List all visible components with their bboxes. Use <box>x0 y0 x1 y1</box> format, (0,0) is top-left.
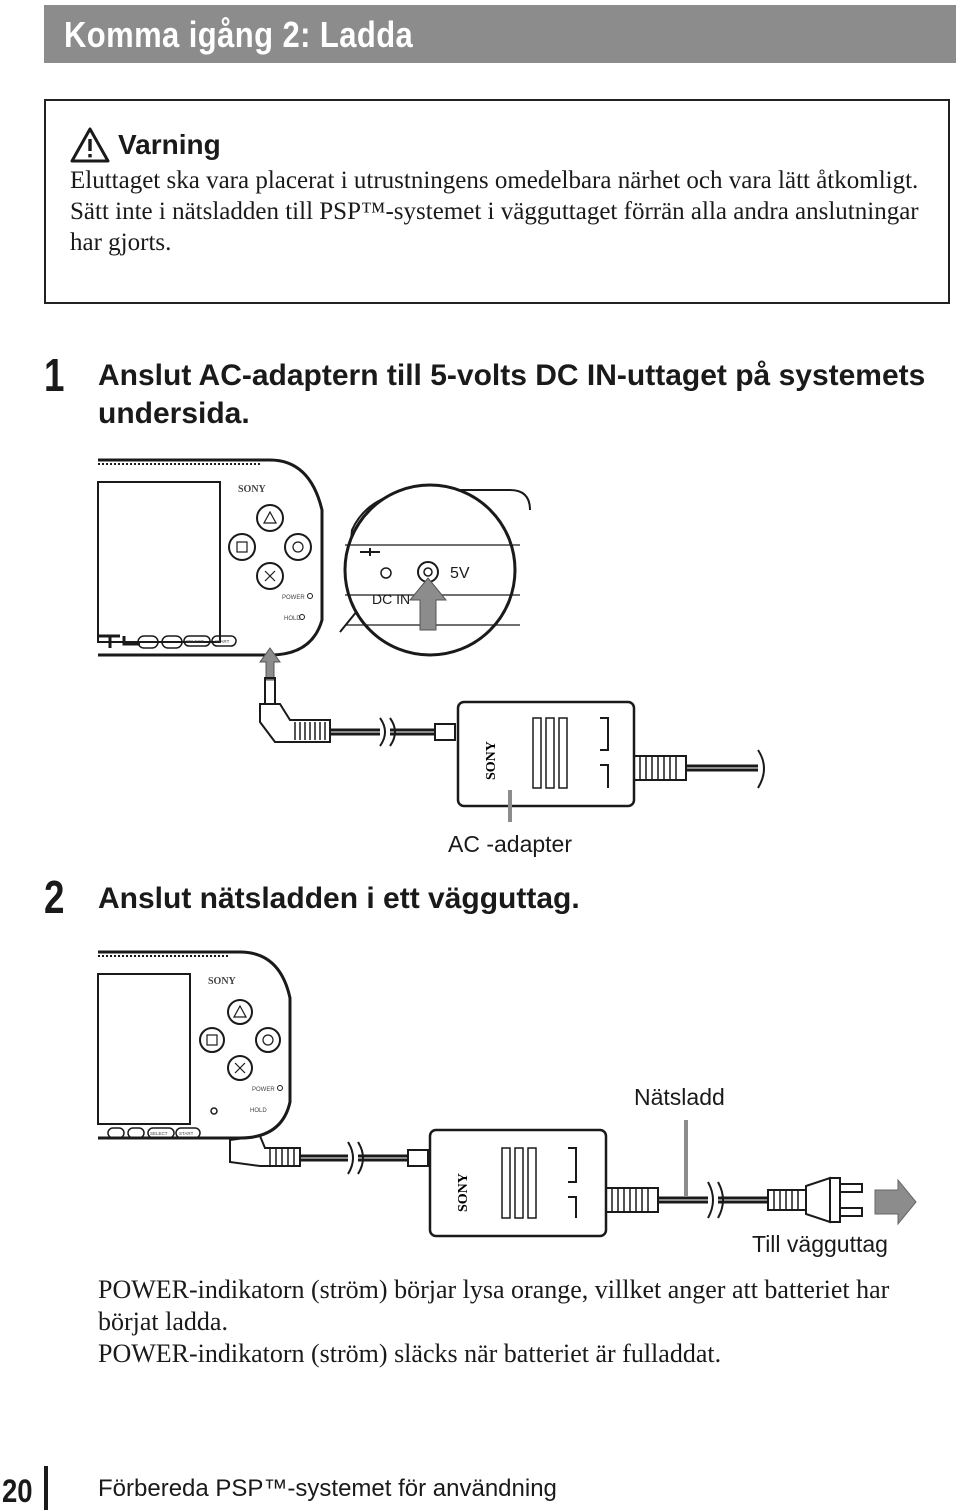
warning-box: Varning Eluttaget ska vara placerat i ut… <box>44 99 950 304</box>
warning-title: Varning <box>118 129 221 160</box>
psp-console: SONY POWER HOLD SELECT START <box>97 950 292 1140</box>
dc-in-label: DC IN <box>372 591 410 607</box>
dc-plug <box>229 1134 429 1175</box>
section-title: Komma igång 2: Ladda <box>64 14 414 55</box>
footer-text: Förbereda PSP™-systemet för användning <box>98 1475 557 1502</box>
description: POWER-indikatorn (ström) börjar lysa ora… <box>98 1274 948 1370</box>
warning-body: Eluttaget ska vara placerat i utrustning… <box>70 165 940 258</box>
console-brand: SONY <box>208 976 237 987</box>
start-label: START <box>215 639 230 644</box>
adapter-brand: SONY <box>456 1173 471 1212</box>
footer-divider <box>44 1466 48 1510</box>
section-title-bar: Komma igång 2: Ladda <box>44 5 956 63</box>
adapter-brand: SONY <box>484 741 499 780</box>
direction-arrow-icon <box>874 1178 917 1226</box>
warning-line: Sätt inte i nätsladden till PSP™-systeme… <box>70 198 919 256</box>
outlet-label: Till vägguttag <box>752 1231 888 1257</box>
cord-label: Nätsladd <box>634 1084 725 1110</box>
psp-console: SONY POWER HOLD SELECT START <box>97 458 324 657</box>
wall-plug <box>767 1176 863 1224</box>
start-label: START <box>179 1131 194 1136</box>
description-line: POWER-indikatorn (ström) börjar lysa ora… <box>98 1275 890 1336</box>
select-label: SELECT <box>186 639 204 644</box>
ac-adapter: SONY <box>456 700 765 822</box>
step-text: Anslut AC-adaptern till 5-volts DC IN-ut… <box>98 359 926 430</box>
console-brand: SONY <box>238 484 267 495</box>
warning-line: Eluttaget ska vara placerat i utrustning… <box>70 167 919 194</box>
zoom-callout: 5V DC IN <box>339 483 531 657</box>
dc-plug <box>259 677 456 747</box>
voltage-label: 5V <box>450 565 470 582</box>
ac-adapter: SONY <box>428 1128 768 1238</box>
step-number: 1 <box>44 349 65 401</box>
hold-label: HOLD <box>284 616 301 622</box>
warning-header: Varning <box>70 127 221 163</box>
figure-connect-adapter: SONY POWER HOLD SELECT START 5V DC IN <box>97 458 765 857</box>
step-text: Anslut nätsladden i ett vägguttag. <box>98 882 580 915</box>
step-number: 2 <box>44 871 65 923</box>
select-label: SELECT <box>150 1131 168 1136</box>
warning-triangle-icon <box>70 127 110 163</box>
power-label: POWER <box>282 595 305 601</box>
ac-adapter-label: AC -adapter <box>448 831 572 857</box>
hold-label: HOLD <box>250 1108 267 1114</box>
figure-connect-wall: SONY POWER HOLD SELECT START SONY <box>97 950 917 1257</box>
page-number: 20 <box>2 1473 33 1509</box>
power-label: POWER <box>252 1087 275 1093</box>
description-line: POWER-indikatorn (ström) släcks när batt… <box>98 1339 722 1368</box>
